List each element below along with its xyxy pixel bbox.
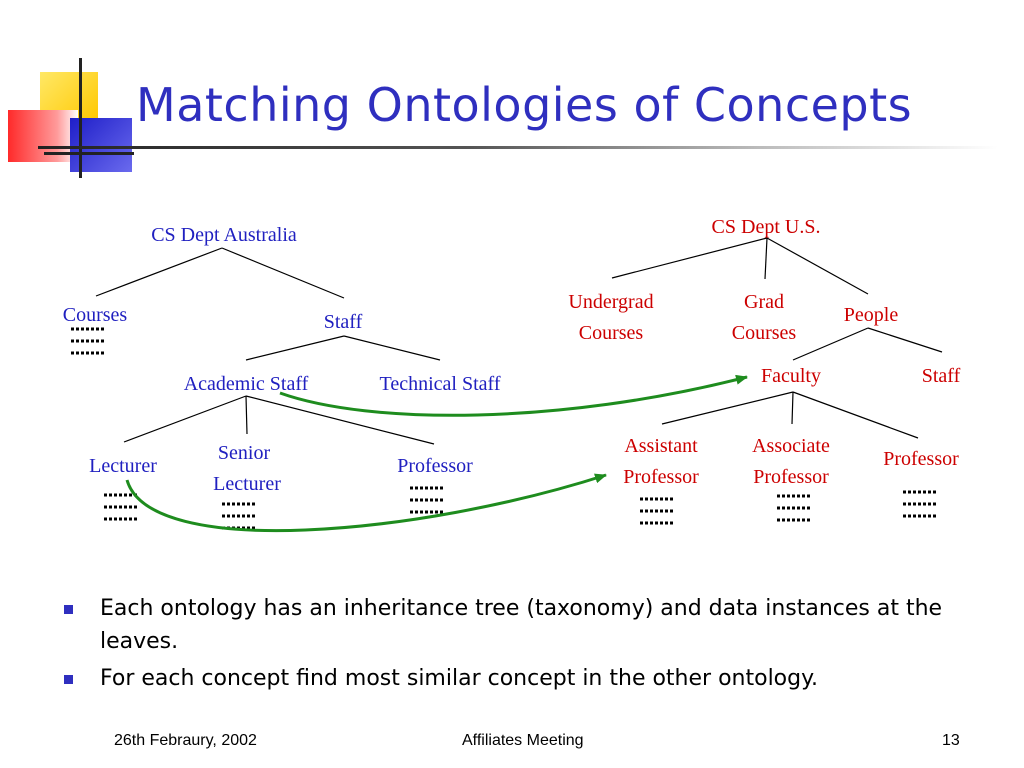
node-senior-lecturer-line2: Lecturer (213, 473, 281, 495)
footer-date: 26th Febraury, 2002 (114, 732, 257, 749)
bullet-text: For each concept find most similar conce… (100, 666, 818, 691)
edge (95, 247, 223, 297)
instances-professor-au (410, 486, 445, 514)
node-faculty: Faculty (761, 365, 821, 387)
edge (245, 395, 435, 445)
node-assistant-professor-line1: Assistant (624, 435, 698, 457)
us-labels: CS Dept U.S. Undergrad Courses Grad Cour… (568, 216, 960, 488)
instances-professor-us (903, 490, 938, 518)
instances-senior-lecturer (222, 502, 257, 530)
match-arrow-lecturer-to-assistant-professor (125, 473, 607, 533)
node-undergrad-courses-line2: Courses (579, 322, 644, 344)
edge (245, 395, 248, 435)
node-technical-staff: Technical Staff (380, 373, 501, 395)
bullet-list: Each ontology has an inheritance tree (t… (64, 592, 994, 699)
match-arrow-academic-staff-to-faculty (279, 374, 748, 417)
edge (123, 395, 247, 443)
node-cs-dept-us: CS Dept U.S. (712, 216, 821, 238)
instances-lecturer (104, 493, 139, 521)
node-grad-courses-line1: Grad (744, 291, 784, 313)
australia-labels: CS Dept Australia Courses Staff Academic… (63, 224, 501, 495)
node-staff: Staff (324, 311, 363, 333)
us-tree-edges (611, 237, 943, 439)
edge (792, 327, 869, 361)
bullet-square-icon (64, 605, 73, 614)
deco-horizontal-line (44, 152, 134, 155)
edge (764, 237, 768, 280)
node-senior-lecturer-line1: Senior (218, 442, 271, 464)
node-people: People (844, 304, 899, 326)
node-assistant-professor-line2: Professor (623, 466, 699, 488)
node-academic-staff: Academic Staff (184, 373, 309, 395)
node-grad-courses-line2: Courses (732, 322, 797, 344)
title-underline (38, 146, 998, 149)
edge (791, 391, 794, 425)
edge (766, 237, 869, 295)
node-associate-professor-line1: Associate (752, 435, 830, 457)
instances-assistant-professor (640, 497, 675, 525)
node-undergrad-courses-line1: Undergrad (568, 291, 653, 313)
edge (343, 335, 441, 361)
edge (661, 391, 794, 425)
node-associate-professor-line2: Professor (753, 466, 829, 488)
node-professor-us: Professor (883, 448, 959, 470)
edge (221, 247, 345, 299)
bullet-text: Each ontology has an inheritance tree (t… (100, 596, 943, 654)
edge (611, 237, 768, 279)
node-courses: Courses (63, 304, 128, 326)
footer-page-number: 13 (942, 732, 960, 749)
node-lecturer: Lecturer (89, 455, 157, 477)
footer-center: Affiliates Meeting (462, 732, 584, 749)
slide-title: Matching Ontologies of Concepts (136, 78, 913, 132)
bullet-square-icon (64, 675, 73, 684)
edge (792, 391, 919, 439)
bullet-item: For each concept find most similar conce… (64, 662, 994, 695)
edge (245, 335, 345, 361)
instance-markers (71, 327, 938, 530)
match-arrows (125, 374, 748, 533)
bullet-item: Each ontology has an inheritance tree (t… (64, 592, 994, 658)
instances-associate-professor (777, 494, 812, 522)
node-staff-us: Staff (922, 365, 961, 387)
instances-courses (71, 327, 105, 355)
node-professor-au: Professor (397, 455, 473, 477)
australia-tree-edges (95, 247, 441, 445)
deco-vertical-line (79, 58, 82, 178)
node-cs-dept-australia: CS Dept Australia (151, 224, 297, 246)
edge (867, 327, 943, 353)
